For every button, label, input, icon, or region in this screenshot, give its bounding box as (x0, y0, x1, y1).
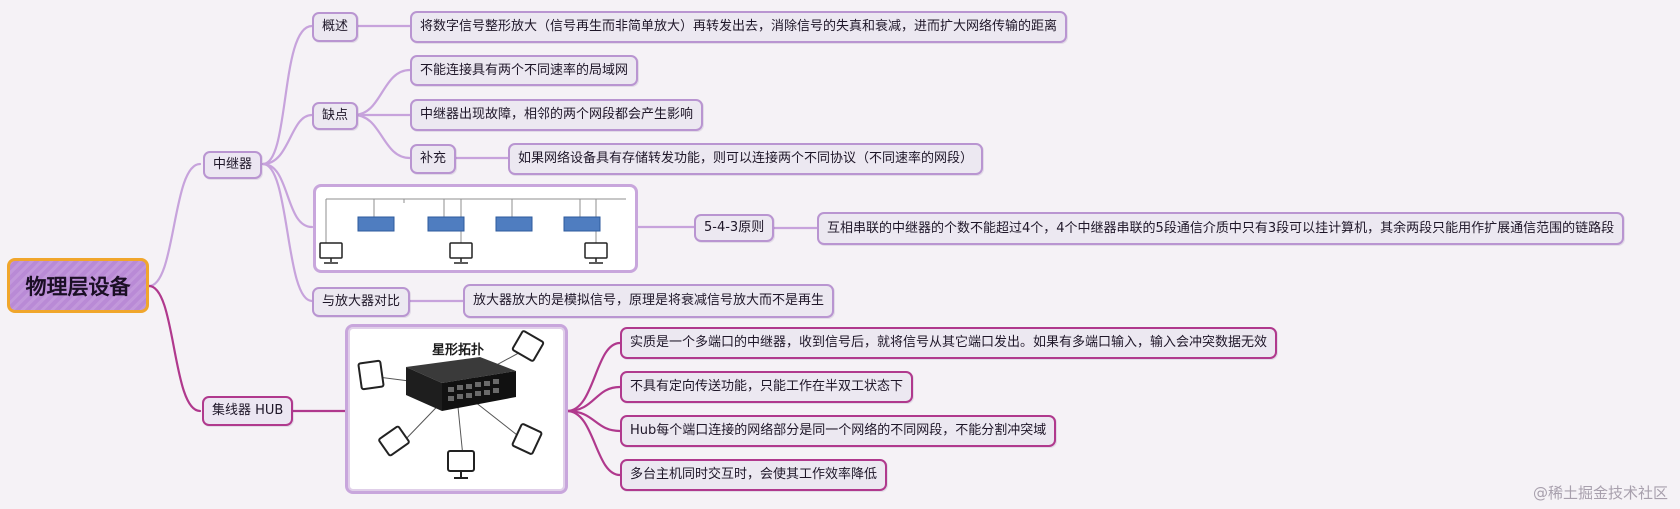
overview-text: 将数字信号整形放大（信号再生而非简单放大）再转发出去，消除信号的失真和衰减，进而… (420, 19, 1058, 35)
hub-node[interactable]: 集线器 HUB (202, 396, 294, 426)
compare-label: 与放大器对比 (322, 294, 401, 310)
computer-icon (319, 242, 343, 259)
hub-item-1[interactable]: 实质是一个多端口的中继器，收到信号后，就将信号从其它端口发出。如果有多端口输入，… (620, 327, 1278, 359)
supplement-text: 如果网络设备具有存储转发功能，则可以连接两个不同协议（不同速率的网段） (518, 151, 974, 167)
hub-item-4-text: 多台主机同时交互时，会使其工作效率降低 (630, 467, 878, 483)
link-root-repeater (147, 162, 202, 288)
hub-item-2[interactable]: 不具有定向传送功能，只能工作在半双工状态下 (620, 371, 914, 403)
supplement-node[interactable]: 补充 (410, 144, 457, 174)
supplement-label: 补充 (420, 151, 447, 167)
drawback-item-2-text: 中继器出现故障，相邻的两个网段都会产生影响 (420, 107, 694, 123)
root-label: 物理层设备 (25, 274, 131, 299)
computer-icon (378, 425, 410, 457)
hub-switch-icon (406, 357, 516, 411)
compare-text: 放大器放大的是模拟信号，原理是将衰减信号放大而不是再生 (473, 293, 825, 309)
computer-icon (511, 423, 543, 455)
star-topology-diagram (357, 330, 545, 479)
link-root-hub (147, 284, 202, 413)
repeater-node[interactable]: 中继器 (203, 151, 263, 179)
root-node[interactable]: 物理层设备 (7, 258, 149, 313)
hub-item-3-text: Hub每个端口连接的网络部分是同一个网络的不同网段，不能分割冲突域 (630, 423, 1047, 439)
computer-icon (511, 330, 545, 362)
repeater-box-3 (495, 216, 533, 232)
rule-543-text-node[interactable]: 互相串联的中继器的个数不能超过4个，4个中继器串联的5段通信介质中只有3段可以挂… (817, 212, 1625, 245)
rule-543-image (313, 184, 638, 273)
computer-icon (357, 359, 385, 391)
drawback-item-2[interactable]: 中继器出现故障，相邻的两个网段都会产生影响 (410, 99, 704, 131)
rule-543-text: 互相串联的中继器的个数不能超过4个，4个中继器串联的5段通信介质中只有3段可以挂… (827, 220, 1615, 236)
compare-node[interactable]: 与放大器对比 (312, 287, 411, 317)
computer-icon (449, 242, 473, 259)
computer-icon (584, 242, 608, 259)
star-topology-title: 星形拓扑 (432, 343, 485, 358)
overview-text-node[interactable]: 将数字信号整形放大（信号再生而非简单放大）再转发出去，消除信号的失真和衰减，进而… (410, 11, 1068, 43)
drawbacks-label: 缺点 (322, 108, 349, 124)
network-segment-diagram (319, 198, 626, 264)
repeater-box-1 (357, 216, 395, 232)
rule-543-label: 5-4-3原则 (704, 220, 765, 236)
compare-text-node[interactable]: 放大器放大的是模拟信号，原理是将衰减信号放大而不是再生 (463, 284, 835, 318)
drawbacks-node[interactable]: 缺点 (312, 102, 359, 130)
repeater-label: 中继器 (213, 157, 253, 173)
watermark: @稀土掘金技术社区 (1532, 484, 1668, 502)
overview-label: 概述 (322, 19, 349, 35)
hub-item-3[interactable]: Hub每个端口连接的网络部分是同一个网络的不同网段，不能分割冲突域 (620, 415, 1057, 447)
overview-node[interactable]: 概述 (312, 12, 359, 42)
supplement-text-node[interactable]: 如果网络设备具有存储转发功能，则可以连接两个不同协议（不同速率的网段） (508, 143, 984, 175)
star-topology-image: 星形拓扑 (345, 324, 568, 494)
hub-label: 集线器 HUB (212, 403, 284, 419)
rule-543-node[interactable]: 5-4-3原则 (694, 214, 775, 242)
drawback-item-1-text: 不能连接具有两个不同速率的局域网 (420, 62, 629, 78)
hub-item-4[interactable]: 多台主机同时交互时，会使其工作效率降低 (620, 459, 888, 491)
hub-item-2-text: 不具有定向传送功能，只能工作在半双工状态下 (630, 379, 904, 395)
repeater-box-4 (563, 216, 601, 232)
computer-icon (447, 450, 475, 472)
drawback-item-1[interactable]: 不能连接具有两个不同速率的局域网 (410, 55, 639, 86)
hub-item-1-text: 实质是一个多端口的中继器，收到信号后，就将信号从其它端口发出。如果有多端口输入，… (630, 335, 1268, 351)
repeater-box-2 (427, 216, 465, 232)
